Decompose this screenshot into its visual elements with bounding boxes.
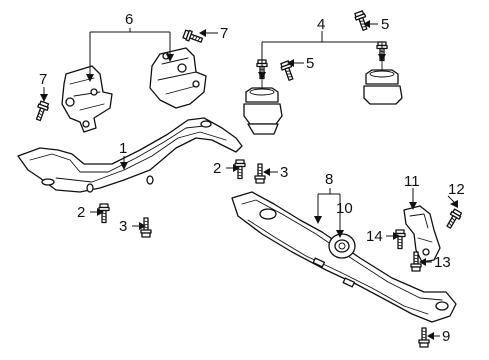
callout-1: 1 bbox=[119, 140, 127, 157]
crossmember-front bbox=[17, 117, 243, 193]
bolt-icon bbox=[182, 28, 205, 46]
callout-2-mid: 2 bbox=[213, 160, 221, 177]
callout-3-low: 3 bbox=[119, 218, 127, 235]
callout-6: 6 bbox=[125, 11, 133, 28]
callout-3-mid: 3 bbox=[280, 164, 288, 181]
engine-bracket-right bbox=[149, 47, 207, 109]
bolt-icon bbox=[254, 163, 266, 184]
bolt-icon bbox=[443, 207, 463, 231]
callout-7-left: 7 bbox=[39, 71, 47, 88]
callout-14: 14 bbox=[366, 228, 383, 245]
callout-2-low: 2 bbox=[77, 204, 85, 221]
callout-13: 13 bbox=[434, 254, 451, 271]
callout-8: 8 bbox=[325, 171, 333, 188]
callout-4: 4 bbox=[317, 16, 325, 33]
callout-5-top: 5 bbox=[381, 16, 389, 33]
bolt-icon bbox=[33, 100, 51, 123]
mount-bracket bbox=[403, 205, 441, 263]
bolt-icon bbox=[394, 229, 406, 250]
engine-bracket-left bbox=[61, 65, 113, 133]
callout-10: 10 bbox=[336, 200, 353, 217]
engine-mount-right bbox=[363, 61, 403, 105]
callout-7-top: 7 bbox=[220, 25, 228, 42]
leader-lines bbox=[40, 20, 458, 340]
callout-12: 12 bbox=[448, 181, 465, 198]
bolt-icon bbox=[353, 9, 371, 32]
engine-mount-left bbox=[243, 79, 283, 135]
callout-11: 11 bbox=[404, 173, 420, 190]
callout-5-mid: 5 bbox=[306, 55, 314, 72]
callout-9: 9 bbox=[442, 328, 450, 345]
bolt-icon bbox=[418, 327, 430, 348]
transmission-mount bbox=[328, 233, 356, 259]
